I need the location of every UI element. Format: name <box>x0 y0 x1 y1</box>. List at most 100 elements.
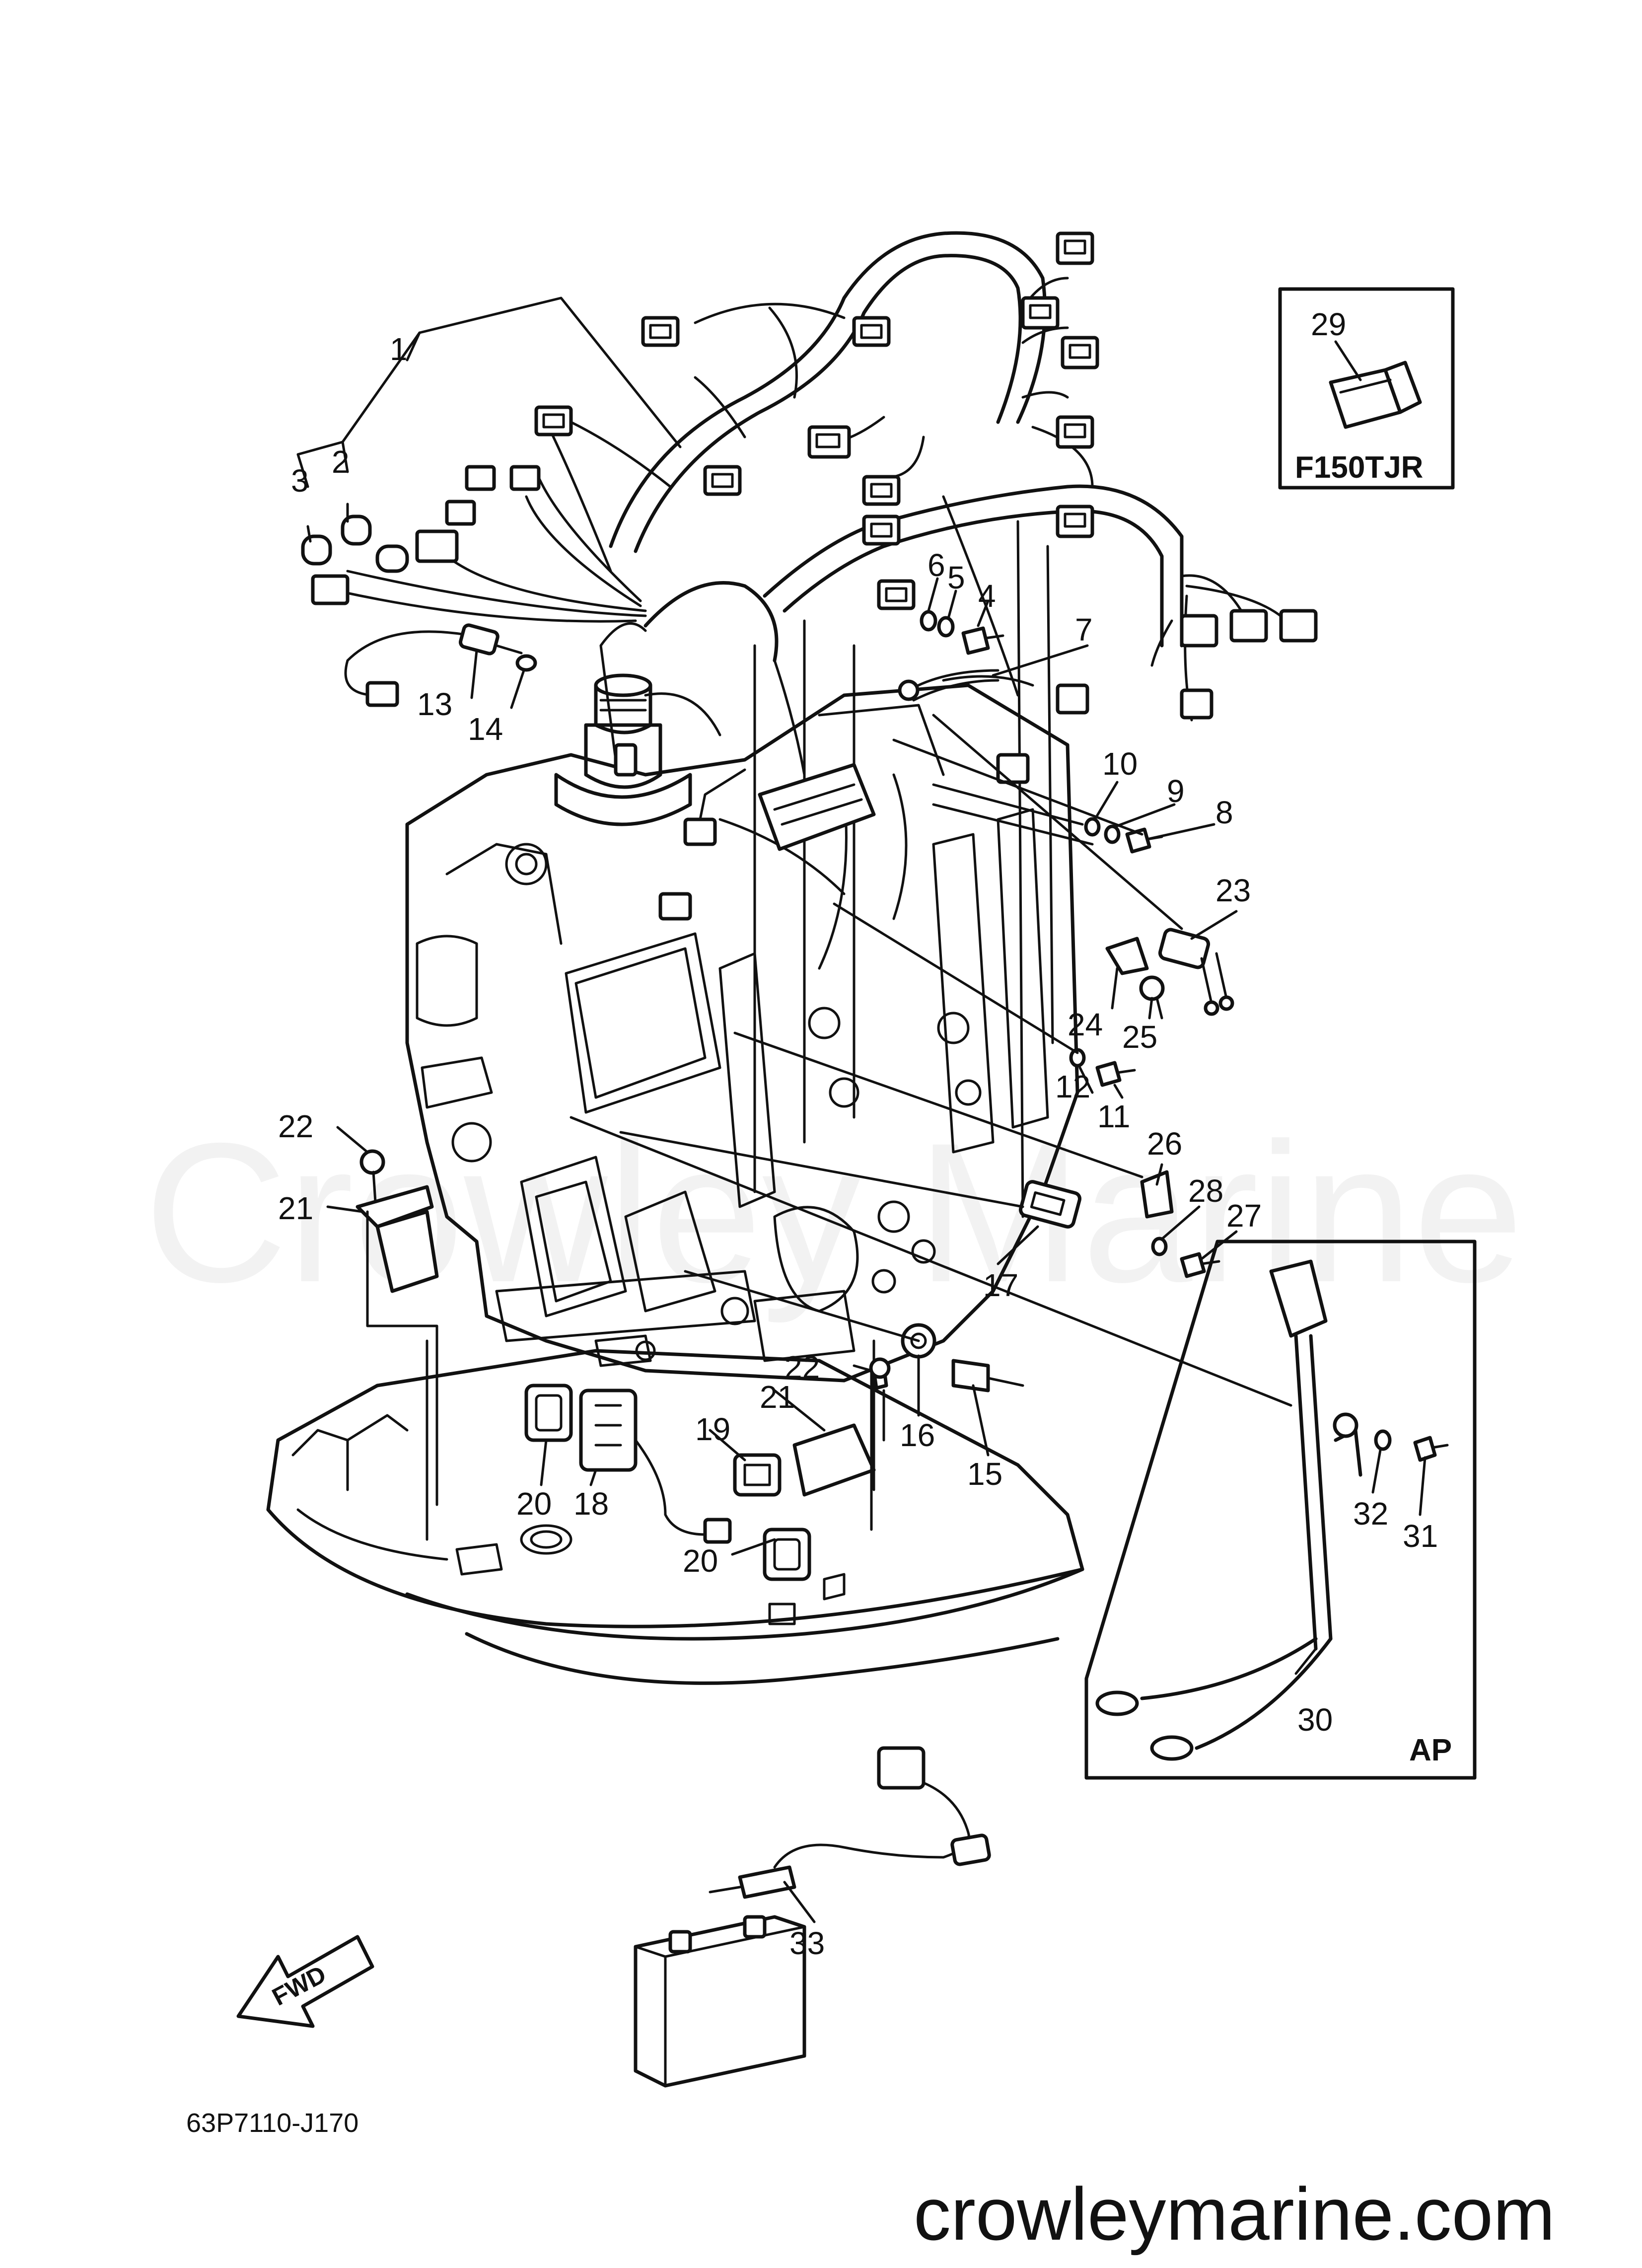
connector <box>852 316 891 347</box>
washer-12 <box>1069 1048 1086 1068</box>
callout-30: 30 <box>1297 1702 1333 1738</box>
battery-cable-30 <box>1095 1259 1362 1761</box>
bolt-4 <box>961 626 1004 655</box>
callout-27: 27 <box>1226 1198 1262 1234</box>
callout-20-right: 20 <box>683 1543 718 1579</box>
washer-32 <box>1374 1429 1392 1451</box>
connector <box>534 405 573 437</box>
inset-f150tjr: 29 F150TJR <box>1278 287 1455 490</box>
connector <box>862 514 901 546</box>
part-callout-labels: 1 2 3 4 5 6 7 8 9 10 11 12 13 14 15 16 1… <box>278 331 1438 1961</box>
connector <box>1061 336 1099 369</box>
connector <box>1056 683 1089 715</box>
connector <box>877 579 916 610</box>
wiring-harness <box>336 231 1292 970</box>
screw-22-right <box>869 1357 891 1390</box>
connector <box>1229 609 1268 643</box>
callout-4: 4 <box>978 578 996 614</box>
bolt-11 <box>1095 1061 1136 1087</box>
callout-3: 3 <box>291 463 309 499</box>
inset-part-label-29: 29 <box>1311 306 1346 342</box>
callout-2: 2 <box>332 444 350 480</box>
callout-7: 7 <box>1075 612 1093 648</box>
connector <box>509 465 541 491</box>
fwd-label: FWD <box>268 1960 331 2011</box>
connector <box>465 465 496 491</box>
connector <box>703 465 742 496</box>
screw-22-left <box>359 1149 385 1203</box>
bracket-26 <box>1140 1170 1174 1219</box>
harness-clip <box>375 544 409 573</box>
bolt-8 <box>1125 827 1163 854</box>
connector <box>658 892 692 921</box>
drawing-code: 63P7110-J170 <box>186 2108 358 2138</box>
callout-9: 9 <box>1167 773 1185 809</box>
connector <box>1056 231 1094 265</box>
callout-11: 11 <box>1097 1098 1130 1134</box>
callout-5: 5 <box>947 560 965 595</box>
ground-lead-7 <box>898 669 999 702</box>
callout-16: 16 <box>900 1417 935 1453</box>
washer-28 <box>1151 1237 1168 1256</box>
bolt-31 <box>1413 1436 1449 1462</box>
sensor-33 <box>738 1865 796 1899</box>
connector <box>1279 609 1318 643</box>
callout-19: 19 <box>695 1411 730 1447</box>
callout-6: 6 <box>928 547 945 583</box>
sensor-23 <box>1158 928 1234 1016</box>
washer-10 <box>1084 817 1101 837</box>
callout-22-left: 22 <box>278 1108 313 1144</box>
callout-21-left: 21 <box>278 1190 313 1226</box>
callout-28: 28 <box>1188 1173 1223 1209</box>
callout-17: 17 <box>983 1267 1018 1303</box>
forward-direction-arrow: FWD <box>236 1935 374 2028</box>
inset-ap: AP <box>1084 1240 1477 1780</box>
callout-leaders <box>296 296 1427 1923</box>
battery-and-lead <box>634 1746 991 2088</box>
ecu-connector-block <box>758 763 876 851</box>
connector <box>415 529 459 563</box>
callout-12: 12 <box>1055 1069 1090 1104</box>
connector <box>445 500 476 526</box>
inset-caption-ap: AP <box>1409 1733 1452 1767</box>
gasket-14 <box>515 654 537 672</box>
connector <box>1180 614 1218 648</box>
small-parts <box>356 610 1234 1581</box>
connector <box>996 753 1030 784</box>
callout-24: 24 <box>1068 1007 1103 1042</box>
callout-13: 13 <box>417 686 452 722</box>
connector <box>1180 688 1214 720</box>
website-footer: crowleymarine.com <box>914 2172 1555 2256</box>
callout-18: 18 <box>573 1486 609 1522</box>
washer-5 <box>937 616 955 638</box>
sensor-15 <box>951 1359 1024 1392</box>
callout-31: 31 <box>1403 1518 1438 1554</box>
relay-18 <box>579 1389 732 1544</box>
engine-block-illustration <box>266 520 1084 1685</box>
connector <box>862 475 901 506</box>
callout-8: 8 <box>1215 795 1233 830</box>
bracket-21-right <box>792 1423 876 1497</box>
bracket-24 <box>1105 937 1149 975</box>
bracket-leader <box>366 1210 438 1506</box>
harness-connectors <box>301 231 1318 921</box>
sensor-17 <box>1019 1180 1081 1229</box>
gasket-20-left <box>524 1384 573 1442</box>
inset-caption-f150tjr: F150TJR <box>1295 450 1423 485</box>
callout-1: 1 <box>390 331 408 367</box>
harness-clip <box>341 514 372 546</box>
callout-26: 26 <box>1147 1126 1182 1162</box>
connector <box>614 743 638 777</box>
gasket-20-right <box>763 1528 811 1581</box>
connector <box>311 574 350 605</box>
bracket-21-left <box>356 1185 439 1293</box>
callout-23: 23 <box>1215 873 1251 908</box>
connector <box>1021 296 1060 330</box>
fuse-holder-19 <box>733 1453 782 1497</box>
connector-33 <box>877 1746 926 1790</box>
connector <box>683 817 717 846</box>
callout-25: 25 <box>1122 1019 1157 1055</box>
washer-6 <box>920 610 937 632</box>
callout-20-left: 20 <box>516 1486 552 1522</box>
